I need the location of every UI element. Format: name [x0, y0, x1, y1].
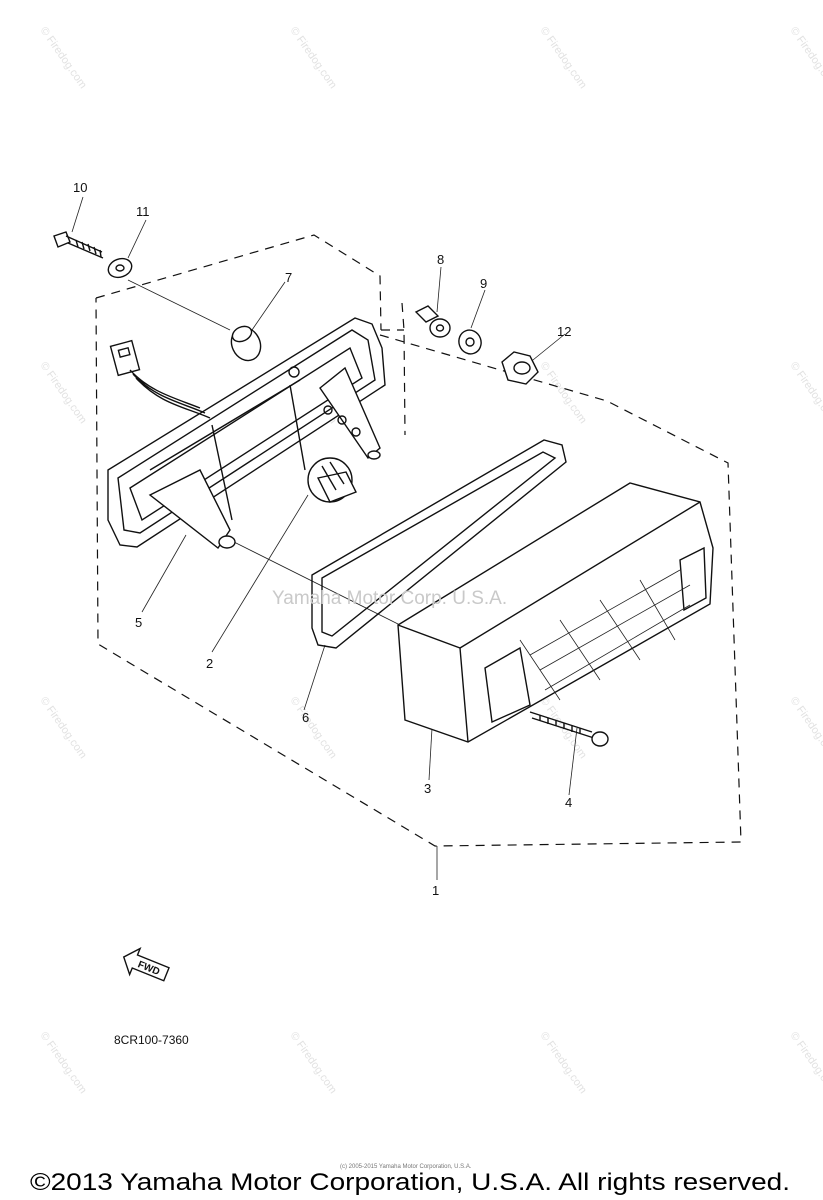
- watermark-text: © Firedog.com: [788, 695, 823, 761]
- leader-lines: [71, 196, 578, 880]
- screw-part-4: [529, 711, 609, 747]
- assembly-boundary: [95, 234, 742, 847]
- watermark-text: © Firedog.com: [288, 25, 339, 91]
- callout-12: 12: [557, 324, 571, 339]
- watermark-text: © Firedog.com: [788, 360, 823, 426]
- watermark-text: © Firedog.com: [38, 360, 89, 426]
- footer-copyright: ©2013 Yamaha Motor Corporation, U.S.A. A…: [30, 1169, 790, 1196]
- callout-10: 10: [73, 180, 87, 195]
- watermark-text: © Firedog.com: [538, 25, 589, 91]
- washer-part-11: [107, 257, 133, 279]
- callout-11: 11: [136, 204, 150, 219]
- callout-9: 9: [480, 276, 487, 291]
- callout-3: 3: [424, 781, 431, 796]
- center-watermark: Yamaha Motor Corp. U.S.A.: [272, 588, 507, 609]
- callout-8: 8: [437, 252, 444, 267]
- part-code: 8CR100-7360: [114, 1033, 189, 1047]
- lens-part-3: [397, 482, 714, 743]
- watermark-text: © Firedog.com: [288, 695, 339, 761]
- fwd-arrow-icon: FWD: [122, 947, 170, 982]
- watermark-text: © Firedog.com: [788, 25, 823, 91]
- grommet-part-7: [230, 325, 262, 362]
- gasket-part-6: [311, 439, 567, 649]
- callouts: 1 2 3 4 5 6 7 8 9 10 11 12: [73, 180, 572, 898]
- callout-7: 7: [285, 270, 292, 285]
- tail-light-base: [107, 317, 386, 550]
- watermark-text: © Firedog.com: [788, 1030, 823, 1096]
- nut-part-12: [501, 351, 539, 385]
- watermark-text: © Firedog.com: [38, 25, 89, 91]
- bulb-part-2: [307, 457, 357, 503]
- callout-2: 2: [206, 656, 213, 671]
- tiny-copyright: (c) 2005-2015 Yamaha Motor Corporation, …: [340, 1164, 472, 1170]
- watermark-text: © Firedog.com: [38, 1030, 89, 1096]
- bolt-part-10: [53, 231, 104, 259]
- watermark-text: © Firedog.com: [288, 1030, 339, 1096]
- callout-1: 1: [432, 883, 439, 898]
- callout-4: 4: [565, 795, 572, 810]
- watermark-text: © Firedog.com: [38, 695, 89, 761]
- callout-5: 5: [135, 615, 142, 630]
- watermark-text: © Firedog.com: [538, 1030, 589, 1096]
- washer-part-9: [458, 329, 482, 355]
- callout-6: 6: [302, 710, 309, 725]
- collar-part-8: [414, 305, 451, 338]
